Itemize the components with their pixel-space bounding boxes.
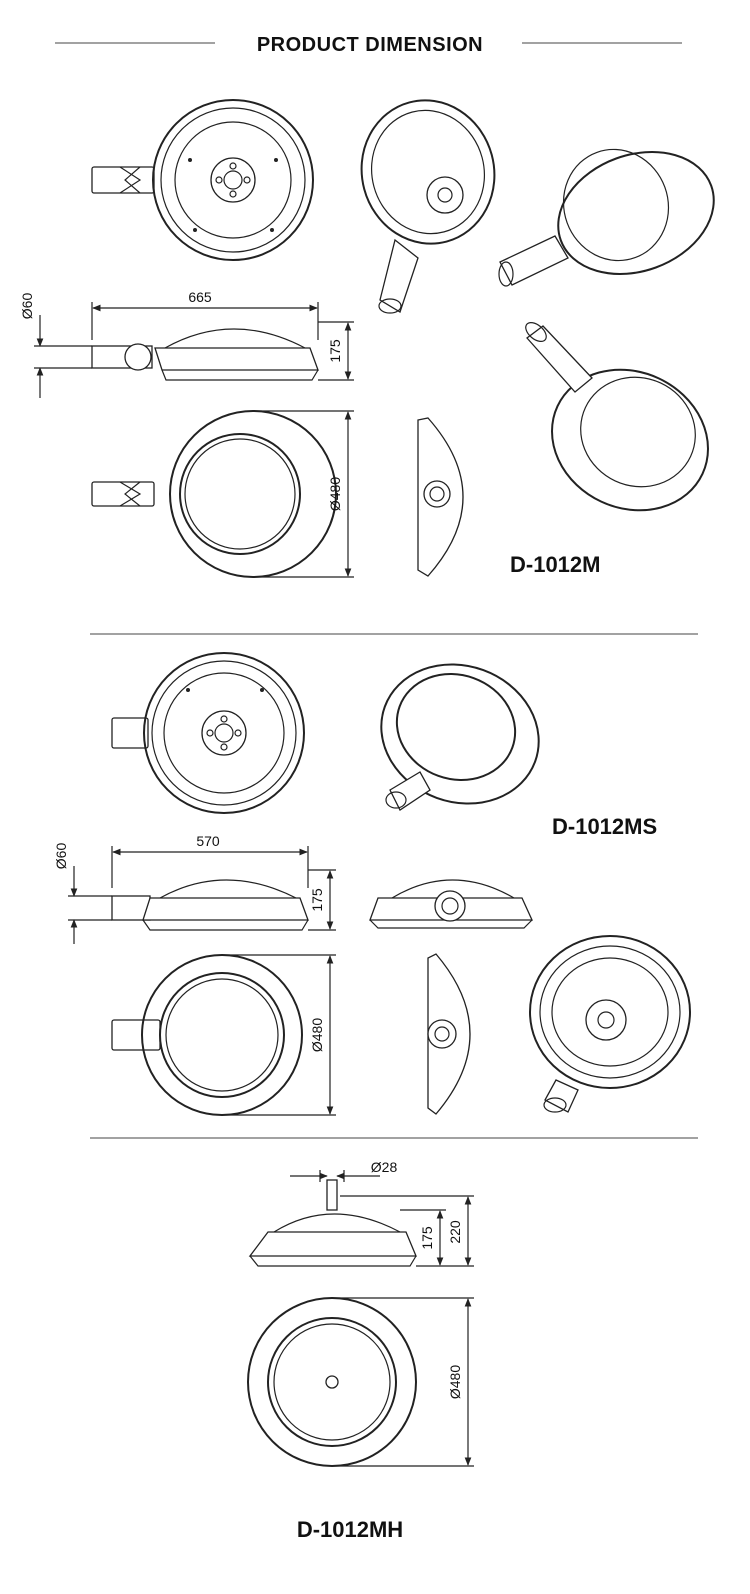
header-title: PRODUCT DIMENSION (257, 34, 483, 56)
d1012ms-top-view: Ø480 (111, 954, 336, 1116)
d1012ms-side-view: 570 175 Ø60 (53, 833, 336, 944)
d1012m-angled-view-1 (360, 99, 496, 314)
d1012m-bottom-view (91, 99, 314, 261)
d1012m-end-view (417, 417, 464, 577)
d1012mh-diameter-label: Ø480 (447, 1365, 463, 1399)
d1012ms-diameter-label: Ø480 (309, 1018, 325, 1052)
d1012ms-length-label: 570 (196, 833, 220, 849)
d1012ms-model-label: D-1012MS (552, 814, 657, 839)
d1012ms-angled-underside-view (529, 935, 691, 1113)
d1012ms-pipe-label: Ø60 (53, 843, 69, 870)
section-d1012m: 665 175 Ø60 Ø480 (19, 99, 715, 578)
d1012m-model-label: D-1012M (510, 552, 600, 577)
section-d1012ms: D-1012MS 570 175 Ø60 (53, 652, 691, 1116)
d1012m-pipe-label: Ø60 (19, 293, 35, 320)
d1012m-length-label: 665 (188, 289, 212, 305)
d1012mh-stem-label: Ø28 (371, 1159, 398, 1175)
d1012mh-top-view: Ø480 (247, 1297, 474, 1467)
d1012m-angled-view-2 (498, 148, 715, 287)
d1012mh-height-label: 175 (419, 1226, 435, 1250)
d1012ms-angled-view (380, 663, 540, 811)
d1012mh-total-height-label: 220 (447, 1220, 463, 1244)
d1012m-diameter-label: Ø480 (327, 477, 343, 511)
header: PRODUCT DIMENSION (55, 34, 682, 56)
d1012m-height-label: 175 (327, 339, 343, 363)
section-d1012mh: Ø28 175 220 Ø480 D-1012MH (247, 1159, 474, 1542)
d1012m-side-view: 665 175 Ø60 (19, 289, 354, 398)
d1012m-top-view: Ø480 (91, 410, 354, 578)
d1012mh-side-view: Ø28 175 220 (248, 1159, 474, 1267)
d1012mh-model-label: D-1012MH (297, 1517, 403, 1542)
d1012ms-bottom-view (111, 652, 305, 814)
d1012ms-height-label: 175 (309, 888, 325, 912)
d1012m-angled-view-3 (525, 322, 709, 512)
d1012ms-end-view (427, 953, 471, 1115)
d1012ms-front-view (369, 879, 534, 929)
